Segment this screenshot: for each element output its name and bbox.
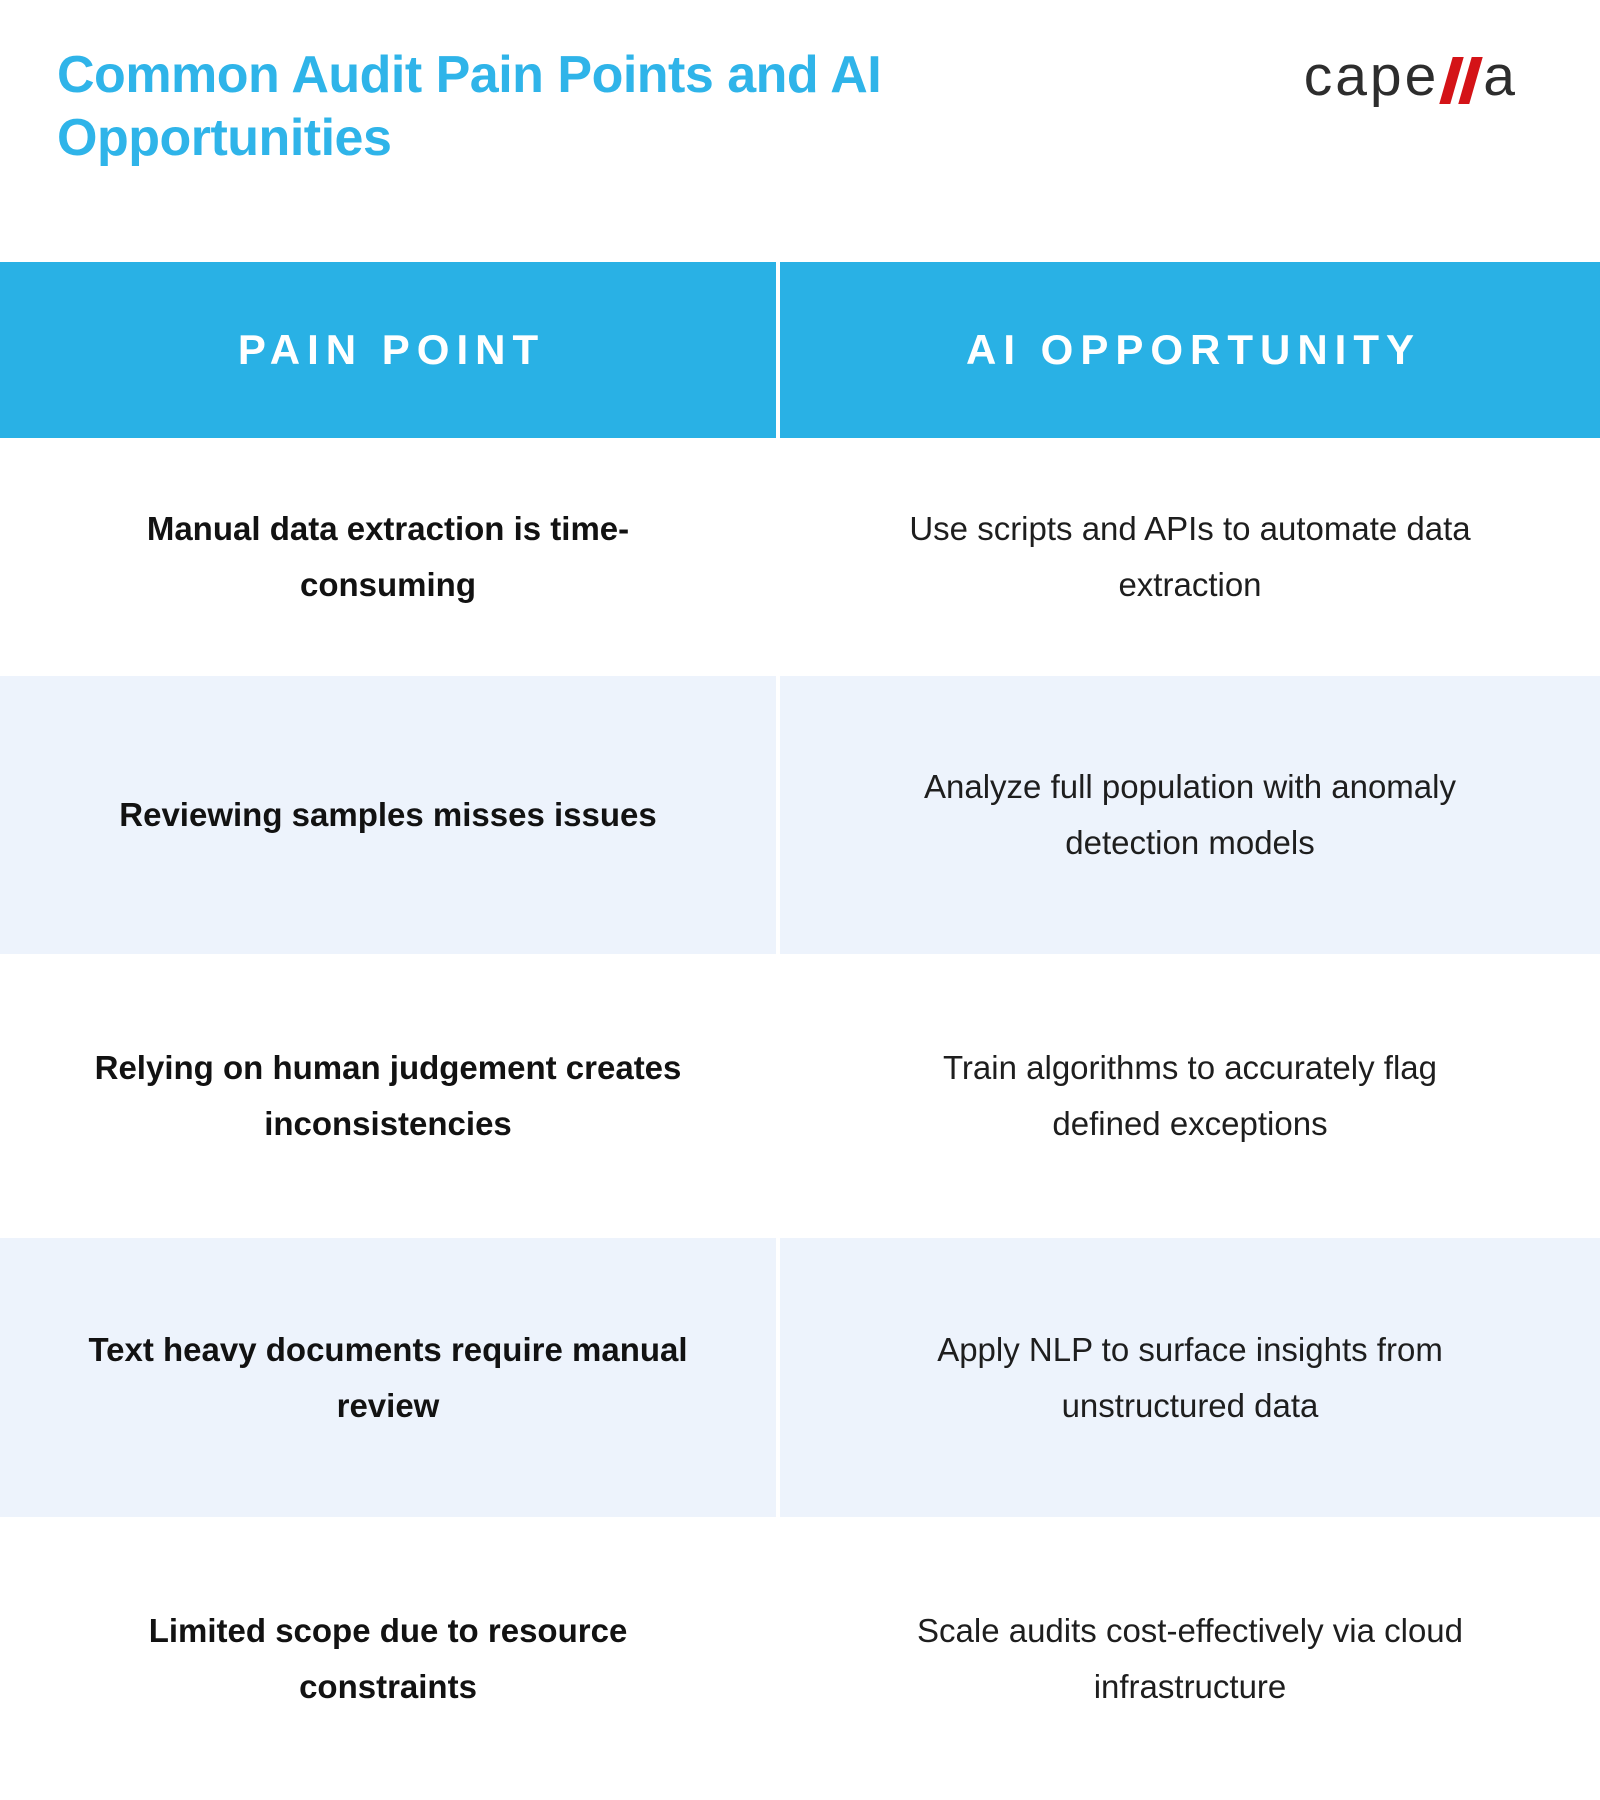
logo-text-a: a bbox=[1483, 44, 1518, 108]
capella-logo: cape a bbox=[1304, 48, 1518, 105]
table-row: Limited scope due to resource constraint… bbox=[0, 1517, 1600, 1800]
table-row: Reviewing samples misses issues Analyze … bbox=[0, 676, 1600, 954]
pain-point-cell: Reviewing samples misses issues bbox=[0, 676, 776, 954]
pain-point-cell: Text heavy documents require manual revi… bbox=[0, 1238, 776, 1517]
ai-opportunity-cell: Analyze full population with anomaly det… bbox=[780, 676, 1600, 954]
pain-point-cell: Relying on human judgement creates incon… bbox=[0, 954, 776, 1238]
column-header-pain-point: PAIN POINT bbox=[0, 262, 776, 438]
pain-point-cell: Limited scope due to resource constraint… bbox=[0, 1517, 776, 1800]
page-title: Common Audit Pain Points and AI Opportun… bbox=[57, 46, 882, 167]
logo-double-slash-icon bbox=[1439, 57, 1484, 104]
table-row: Manual data extraction is time- consumin… bbox=[0, 438, 1600, 676]
column-header-ai-opportunity: AI OPPORTUNITY bbox=[780, 262, 1600, 438]
pain-point-cell: Manual data extraction is time- consumin… bbox=[0, 438, 776, 676]
ai-opportunity-cell: Apply NLP to surface insights from unstr… bbox=[780, 1238, 1600, 1517]
top-band: Common Audit Pain Points and AI Opportun… bbox=[0, 0, 1600, 262]
ai-opportunity-cell: Use scripts and APIs to automate data ex… bbox=[780, 438, 1600, 676]
logo-text-cape: cape bbox=[1303, 44, 1440, 108]
table-header-row: PAIN POINT AI OPPORTUNITY bbox=[0, 262, 1600, 438]
ai-opportunity-cell: Train algorithms to accurately flag defi… bbox=[780, 954, 1600, 1238]
ai-opportunity-cell: Scale audits cost-effectively via cloud … bbox=[780, 1517, 1600, 1800]
table-row: Text heavy documents require manual revi… bbox=[0, 1238, 1600, 1517]
logo-slash-bar bbox=[1458, 57, 1484, 104]
table-row: Relying on human judgement creates incon… bbox=[0, 954, 1600, 1238]
pain-point-ai-table: PAIN POINT AI OPPORTUNITY Manual data ex… bbox=[0, 262, 1600, 1800]
